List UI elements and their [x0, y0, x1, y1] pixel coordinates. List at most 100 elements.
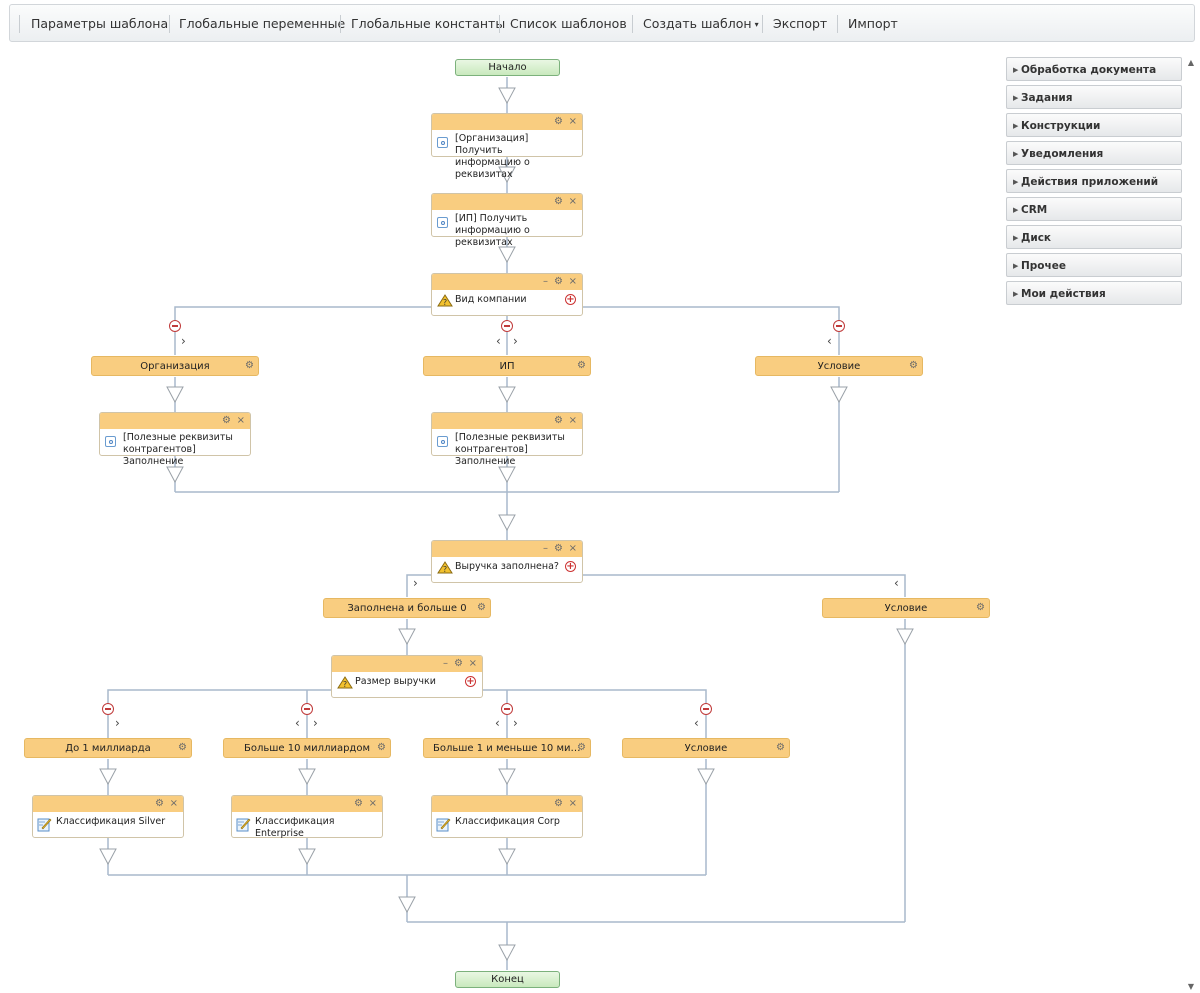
condition-company-type[interactable]: – ⚙ × ? Вид компании + [431, 273, 583, 316]
close-icon[interactable]: × [568, 415, 577, 426]
branch-condition[interactable]: Условие⚙ [755, 356, 923, 376]
branch-organization[interactable]: Организация⚙ [91, 356, 259, 376]
branch-lt-1b[interactable]: До 1 миллиарда ⚙ [24, 738, 192, 758]
global-variables-button[interactable]: Глобальные переменные [179, 16, 346, 31]
palette-item-notifications[interactable]: ▶Уведомления [1006, 141, 1182, 165]
gear-icon[interactable]: ⚙ [554, 798, 563, 809]
minimize-icon[interactable]: – [543, 276, 548, 287]
end-node[interactable]: Конец [455, 971, 560, 988]
branch-condition[interactable]: Условие⚙ [822, 598, 990, 618]
close-icon[interactable]: × [568, 798, 577, 809]
activity-title-line2: контрагентов] Заполнение [455, 444, 528, 467]
remove-branch-minus-icon[interactable] [833, 320, 845, 332]
gear-icon[interactable]: ⚙ [222, 415, 231, 426]
move-left-icon[interactable]: ‹ [694, 716, 699, 730]
activity-fill-org[interactable]: ⚙ × [Полезные реквизиты контрагентов] За… [99, 412, 251, 467]
move-left-icon[interactable]: ‹ [894, 576, 899, 590]
branch-1-to-10b[interactable]: Больше 1 и меньше 10 миллиа...⚙ [423, 738, 591, 758]
move-right-icon[interactable]: › [313, 716, 318, 730]
gear-icon[interactable]: ⚙ [976, 602, 985, 613]
activity-class-silver[interactable]: ⚙ × Классификация Silver [32, 795, 184, 838]
remove-branch-minus-icon[interactable] [700, 703, 712, 715]
branch-ip[interactable]: ИП⚙ [423, 356, 591, 376]
move-right-icon[interactable]: › [413, 576, 418, 590]
gear-icon[interactable]: ⚙ [577, 742, 586, 753]
minimize-icon[interactable]: – [443, 658, 448, 669]
close-icon[interactable]: × [568, 196, 577, 207]
palette-item-disk[interactable]: ▶Диск [1006, 225, 1182, 249]
condition-title: Размер выручки [355, 676, 436, 687]
close-icon[interactable]: × [568, 543, 577, 554]
create-template-button[interactable]: Создать шаблон▾ [643, 5, 759, 41]
move-left-icon[interactable]: ‹ [495, 716, 500, 730]
gear-icon[interactable]: ⚙ [178, 742, 187, 753]
template-list-button[interactable]: Список шаблонов [510, 16, 627, 31]
activity-org-get-requisites[interactable]: ⚙ × [Организация] Получить информацию о … [431, 113, 583, 180]
gear-icon[interactable]: ⚙ [554, 543, 563, 554]
activity-fill-ip[interactable]: ⚙ × [Полезные реквизиты контрагентов] За… [431, 412, 583, 467]
palette-item-my-actions[interactable]: ▶Мои действия [1006, 281, 1182, 305]
close-icon[interactable]: × [169, 798, 178, 809]
export-button[interactable]: Экспорт [773, 16, 828, 31]
close-icon[interactable]: × [236, 415, 245, 426]
move-right-icon[interactable]: › [513, 334, 518, 348]
remove-branch-minus-icon[interactable] [501, 320, 513, 332]
gear-icon[interactable]: ⚙ [577, 360, 586, 371]
palette-item-crm[interactable]: ▶CRM [1006, 197, 1182, 221]
branch-filled-gt-zero[interactable]: Заполнена и больше 0⚙ [323, 598, 491, 618]
remove-branch-minus-icon[interactable] [169, 320, 181, 332]
move-left-icon[interactable]: ‹ [295, 716, 300, 730]
gear-icon[interactable]: ⚙ [554, 276, 563, 287]
add-branch-plus-icon[interactable]: + [465, 676, 476, 687]
branch-gt-10b[interactable]: Больше 10 миллиардом⚙ [223, 738, 391, 758]
svg-text:?: ? [443, 298, 447, 307]
gear-icon[interactable]: ⚙ [377, 742, 386, 753]
move-right-icon[interactable]: › [513, 716, 518, 730]
close-icon[interactable]: × [468, 658, 477, 669]
gear-icon[interactable]: ⚙ [454, 658, 463, 669]
condition-revenue-filled[interactable]: – ⚙ × ? Выручка заполнена? + [431, 540, 583, 583]
add-branch-plus-icon[interactable]: + [565, 561, 576, 572]
gear-icon[interactable]: ⚙ [354, 798, 363, 809]
import-button[interactable]: Импорт [848, 16, 898, 31]
gear-icon[interactable]: ⚙ [155, 798, 164, 809]
activity-class-corp[interactable]: ⚙ × Классификация Corp [431, 795, 583, 838]
move-left-icon[interactable]: ‹ [496, 334, 501, 348]
gear-icon[interactable]: ⚙ [554, 415, 563, 426]
gear-icon[interactable]: ⚙ [245, 360, 254, 371]
move-right-icon[interactable]: › [181, 334, 186, 348]
close-icon[interactable]: × [568, 276, 577, 287]
gear-icon[interactable]: ⚙ [554, 196, 563, 207]
activity-class-enterprise[interactable]: ⚙ × Классификация Enterprise [231, 795, 383, 839]
palette-item-tasks[interactable]: ▶Задания [1006, 85, 1182, 109]
remove-branch-minus-icon[interactable] [102, 703, 114, 715]
add-branch-plus-icon[interactable]: + [565, 294, 576, 305]
gear-icon[interactable]: ⚙ [776, 742, 785, 753]
close-icon[interactable]: × [568, 116, 577, 127]
gear-icon[interactable]: ⚙ [554, 116, 563, 127]
template-params-button[interactable]: Параметры шаблона [31, 16, 169, 31]
remove-branch-minus-icon[interactable] [301, 703, 313, 715]
branch-label: До 1 миллиарда [65, 743, 151, 754]
activity-ip-get-requisites[interactable]: ⚙ × [ИП] Получить информацию о реквизита… [431, 193, 583, 248]
scroll-up-icon[interactable]: ▲ [1187, 58, 1195, 67]
condition-revenue-size[interactable]: – ⚙ × ? Размер выручки + [331, 655, 483, 698]
move-left-icon[interactable]: ‹ [827, 334, 832, 348]
scroll-down-icon[interactable]: ▼ [1187, 982, 1195, 991]
global-constants-button[interactable]: Глобальные константы [351, 16, 506, 31]
move-right-icon[interactable]: › [115, 716, 120, 730]
activity-header: ⚙ × [33, 796, 183, 812]
remove-branch-minus-icon[interactable] [501, 703, 513, 715]
condition-title: Вид компании [455, 294, 527, 305]
palette-item-constructions[interactable]: ▶Конструкции [1006, 113, 1182, 137]
start-node[interactable]: Начало [455, 59, 560, 76]
palette-item-app-actions[interactable]: ▶Действия приложений [1006, 169, 1182, 193]
minimize-icon[interactable]: – [543, 543, 548, 554]
palette-item-document-processing[interactable]: ▶Обработка документа [1006, 57, 1182, 81]
activity-body: [Полезные реквизиты контрагентов] Заполн… [100, 429, 250, 471]
gear-icon[interactable]: ⚙ [477, 602, 486, 613]
gear-icon[interactable]: ⚙ [909, 360, 918, 371]
branch-condition[interactable]: Условие⚙ [622, 738, 790, 758]
palette-item-other[interactable]: ▶Прочее [1006, 253, 1182, 277]
close-icon[interactable]: × [368, 798, 377, 809]
